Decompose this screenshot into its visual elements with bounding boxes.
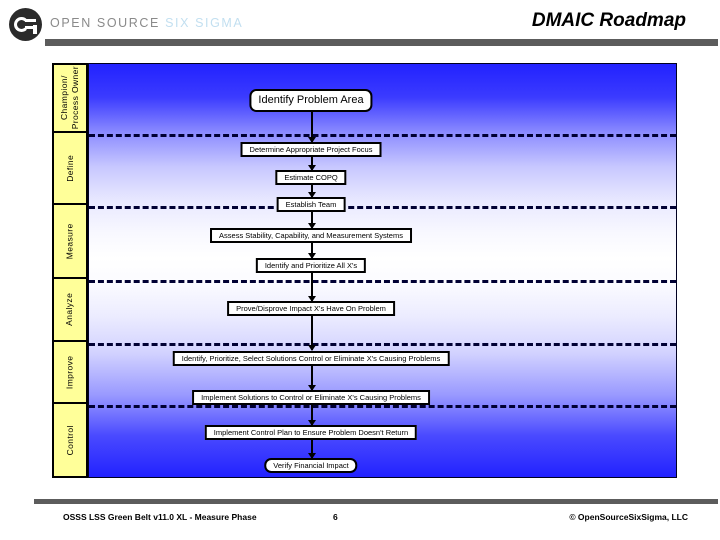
footer-course-label: OSSS LSS Green Belt v11.0 XL - Measure P…	[63, 512, 257, 522]
phase-champion-process-owner-label: Champion/Process Owner	[59, 66, 80, 130]
phase-control[interactable]: Control	[52, 404, 88, 478]
connector-prioritize-to-prove	[308, 270, 316, 302]
connector-assess-to-prioritize	[308, 239, 316, 259]
logo-bar-lower	[25, 26, 33, 29]
flow-step-prove-disprove-impact[interactable]: Prove/Disprove Impact X's Have On Proble…	[227, 301, 395, 316]
connector-prove-to-select	[308, 312, 316, 351]
phase-analyze[interactable]: Analyze	[52, 279, 88, 342]
flow-step-implement-solutions[interactable]: Implement Solutions to Control or Elimin…	[192, 390, 430, 405]
connector-copq-to-team	[308, 181, 316, 198]
footer-page-number: 6	[333, 512, 338, 522]
logo-arc-shape	[14, 17, 29, 32]
brand-wordmark-accent: SIX SIGMA	[165, 16, 244, 30]
phase-champion-process-owner[interactable]: Champion/Process Owner	[52, 63, 88, 133]
phase-measure[interactable]: Measure	[52, 205, 88, 279]
footer-copyright: © OpenSourceSixSigma, LLC	[569, 512, 688, 522]
flow-step-determine-project-focus[interactable]: Determine Appropriate Project Focus	[240, 142, 382, 157]
flow-step-implement-control-plan[interactable]: Implement Control Plan to Ensure Problem…	[204, 425, 418, 440]
brand-wordmark-primary: OPEN SOURCE	[50, 16, 166, 30]
dmaic-roadmap-flow-panel: Identify Problem Area Determine Appropri…	[88, 63, 677, 478]
connector-determine-to-copq	[308, 153, 316, 171]
phase-analyze-label: Analyze	[64, 292, 75, 327]
phase-define[interactable]: Define	[52, 133, 88, 205]
phase-control-label: Control	[64, 424, 75, 456]
phase-measure-label: Measure	[64, 223, 75, 259]
footer-divider-rule	[34, 499, 718, 504]
page-title: DMAIC Roadmap	[531, 10, 686, 31]
header-divider-rule	[45, 39, 718, 46]
band-divider-measure-analyze	[89, 280, 676, 283]
open-source-six-sigma-logo-icon	[9, 8, 42, 41]
flow-step-select-solutions[interactable]: Identify, Prioritize, Select Solutions C…	[172, 351, 450, 366]
band-divider-champion-define	[89, 134, 676, 137]
connector-team-to-assess	[308, 208, 316, 229]
connector-identify-to-determine	[308, 112, 316, 143]
phase-define-label: Define	[64, 154, 75, 182]
connector-controlplan-to-verify	[308, 436, 316, 459]
flow-step-assess-stability[interactable]: Assess Stability, Capability, and Measur…	[210, 228, 412, 243]
flow-step-identify-problem-area[interactable]: Identify Problem Area	[249, 89, 373, 112]
brand-wordmark: OPEN SOURCE SIX SIGMA	[50, 16, 243, 30]
phase-improve[interactable]: Improve	[52, 342, 88, 404]
band-divider-define-measure	[89, 206, 676, 209]
flow-step-identify-prioritize-xs[interactable]: Identify and Prioritize All X's	[255, 258, 367, 273]
band-divider-analyze-improve	[89, 343, 676, 346]
logo-block-mark	[33, 25, 37, 34]
connector-select-to-implement	[308, 363, 316, 391]
band-divider-improve-control	[89, 405, 676, 408]
flow-step-estimate-copq[interactable]: Estimate COPQ	[275, 170, 347, 185]
logo-bar-upper	[25, 19, 36, 22]
flow-step-establish-team[interactable]: Establish Team	[276, 197, 346, 212]
phase-improve-label: Improve	[64, 355, 75, 389]
flow-step-verify-financial-impact[interactable]: Verify Financial Impact	[264, 458, 358, 473]
connector-implement-to-controlplan	[308, 401, 316, 426]
